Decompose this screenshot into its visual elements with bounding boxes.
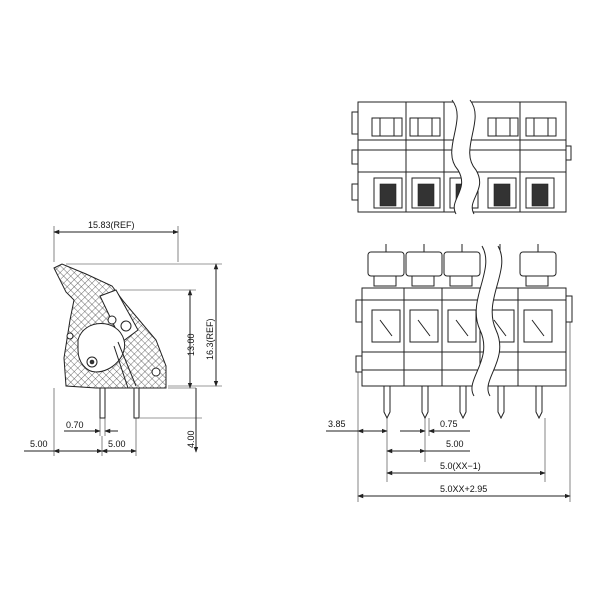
dim-side-height: 13.00 <box>186 333 196 356</box>
dim-side-pin-pitch: 5.00 <box>108 439 126 449</box>
side-hole-4 <box>66 332 74 340</box>
dim-overall-length: 5.0XX+2.95 <box>440 484 487 494</box>
side-rivet-center <box>89 359 95 365</box>
side-spring-leaf-2 <box>113 345 129 389</box>
dim-first-pin-offset: 3.85 <box>328 419 346 429</box>
dim-side-width-ref: 15.83(REF) <box>88 220 135 230</box>
side-view: 15.83(REF) 13.00 16.3(REF) 4.00 0.70 5.0… <box>24 220 222 456</box>
top-break-line-1 <box>451 99 463 215</box>
side-hole-1 <box>107 315 117 325</box>
side-pin-2 <box>133 387 140 419</box>
dim-pin-thickness: 0.70 <box>66 420 84 430</box>
side-hole-3 <box>151 367 161 377</box>
front-view: 3.85 0.75 5.00 5.0(XX−1) 5.0XX+2.95 <box>326 244 573 502</box>
side-pin-1 <box>99 387 106 419</box>
front-pins <box>383 385 543 420</box>
dim-left-offset: 5.00 <box>30 439 48 449</box>
top-view <box>351 99 572 215</box>
dim-span-pins: 5.0(XX−1) <box>440 461 481 471</box>
dim-side-height-ref: 16.3(REF) <box>205 318 215 360</box>
side-spring-leaf <box>117 341 137 387</box>
side-hole-2 <box>120 320 132 332</box>
dim-pitch: 5.00 <box>446 439 464 449</box>
front-levers <box>367 244 557 287</box>
front-break-line-2 <box>487 245 503 397</box>
front-wire-entries <box>371 288 553 386</box>
front-break-line-1 <box>471 245 487 397</box>
top-break-line-2 <box>469 99 481 215</box>
dim-pin-width: 0.75 <box>440 419 458 429</box>
dim-pin-length: 4.00 <box>186 430 196 448</box>
